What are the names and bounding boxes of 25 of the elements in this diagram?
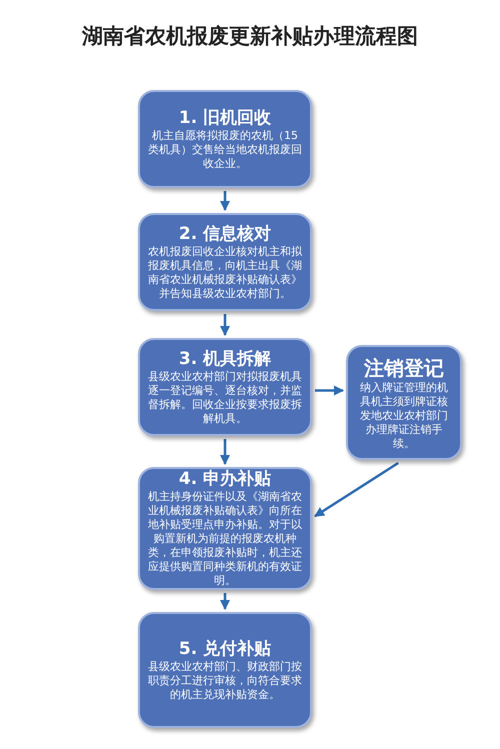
box-text: 县级农业农村部门、财政部门按职责分工进行审核，向符合要求的机主兑现补贴资金。: [147, 660, 303, 702]
box-heading: 1. 旧机回收: [178, 108, 272, 128]
box-text: 机主自愿将拟报废的农机（15类机具）交售给当地农机报废回收企业。: [147, 128, 303, 170]
box-text: 机主持身份证件以及《湖南省农业机械报废补贴确认表》向所在地补贴受理点申办补贴。对于以购置新机为前提的报废农机种类，在申领报废补贴时，机主还应提供购置同种类新机的有效证明。: [147, 490, 303, 588]
diagram-title: 湖南省农机报废更新补贴办理流程图: [80, 23, 419, 50]
box-heading: 3. 机具拆解: [178, 348, 272, 370]
box-heading: 4. 申办补贴: [178, 469, 272, 490]
process-box: [138, 467, 312, 590]
arrow: [220, 593, 230, 610]
arrow: [220, 439, 230, 465]
arrow: [315, 386, 344, 396]
box-heading: 注销登记: [364, 354, 444, 380]
box-text: 县级农业农村部门对拟报废机具逐一登记编号、逐台核对，并监督拆解。回收企业按要求报废拆解机具。: [147, 370, 303, 426]
process-box: [346, 345, 462, 460]
arrow: [220, 314, 230, 336]
box-heading: 2. 信息核对: [178, 224, 272, 244]
process-box: [138, 338, 312, 436]
arrow: [220, 191, 230, 211]
box-text: 纳入牌证管理的机具机主须到牌证核发地农业农村部门办理牌证注销手续。: [359, 380, 449, 450]
process-box: [138, 213, 312, 311]
box-text: 农机报废回收企业核对机主和拟报废机具信息，向机主出具《湖南省农业机械报废补贴确认表》并告知县级农业农村部门。: [147, 244, 303, 300]
process-box: [138, 90, 312, 188]
arrow: [314, 462, 399, 518]
process-box: [138, 612, 312, 728]
box-heading: 5. 兑付补贴: [178, 638, 272, 660]
